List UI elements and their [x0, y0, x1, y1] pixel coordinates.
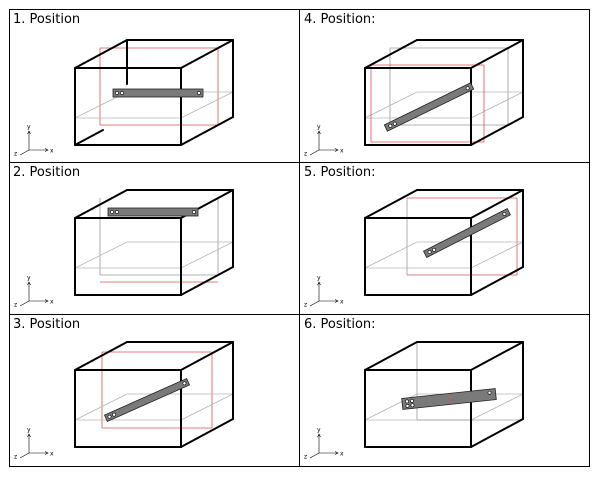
panel-5-title: 5. Position:	[304, 165, 376, 180]
panel-2-diagram: x y z	[14, 189, 234, 309]
axis-z-label: z	[304, 151, 307, 158]
axis-y-label: y	[317, 275, 321, 282]
axis-x-label: x	[50, 148, 54, 155]
axis-x-label: x	[340, 451, 344, 458]
panel-4-title: 4. Position:	[304, 12, 376, 27]
axis-z-label: z	[304, 302, 307, 309]
axis-x-label: x	[50, 299, 54, 306]
cube-frame	[364, 341, 524, 448]
cube-frame	[364, 189, 524, 296]
cube-inner-lines	[74, 47, 234, 126]
axis-triad: x y z	[14, 275, 54, 309]
panel-3-title: 3. Position	[13, 317, 81, 332]
cube-frame	[74, 39, 234, 146]
axis-y-label: y	[27, 427, 31, 434]
beam	[383, 82, 475, 132]
panel-2-title: 2. Position	[13, 165, 81, 180]
beam	[112, 88, 204, 98]
axis-triad: x y z	[14, 124, 54, 158]
panel-6-title: 6. Position:	[304, 317, 376, 332]
axis-z-label: z	[304, 454, 307, 461]
axis-x-label: x	[340, 299, 344, 306]
axis-triad: x y z	[304, 427, 344, 461]
panel-5-diagram: x y z	[304, 189, 524, 309]
axis-z-label: z	[14, 302, 17, 309]
panel-3-diagram: x y z	[14, 341, 234, 461]
axis-y-label: y	[27, 124, 31, 131]
axis-y-label: y	[317, 427, 321, 434]
axis-y-label: y	[317, 124, 321, 131]
axis-z-label: z	[14, 454, 17, 461]
panel-1-diagram: x y z	[14, 39, 234, 158]
panel-6-diagram: x y z	[304, 341, 524, 461]
panel-1-title: 1. Position	[13, 12, 81, 27]
cube-inner-lines	[364, 47, 524, 143]
beam	[422, 208, 512, 258]
axis-y-label: y	[27, 275, 31, 282]
panel-4-diagram: x y z	[304, 39, 524, 158]
axis-triad: x y z	[304, 275, 344, 309]
cube-inner-lines	[74, 351, 234, 429]
axis-z-label: z	[14, 151, 17, 158]
axis-x-label: x	[340, 148, 344, 155]
axis-triad: x y z	[304, 124, 344, 158]
beam	[401, 388, 497, 410]
beam	[107, 207, 199, 217]
cube-frame	[74, 189, 234, 296]
axis-x-label: x	[50, 451, 54, 458]
cube-frame	[364, 39, 524, 146]
axis-triad: x y z	[14, 427, 54, 461]
cube-inner-lines	[364, 197, 524, 276]
beam	[103, 377, 191, 423]
